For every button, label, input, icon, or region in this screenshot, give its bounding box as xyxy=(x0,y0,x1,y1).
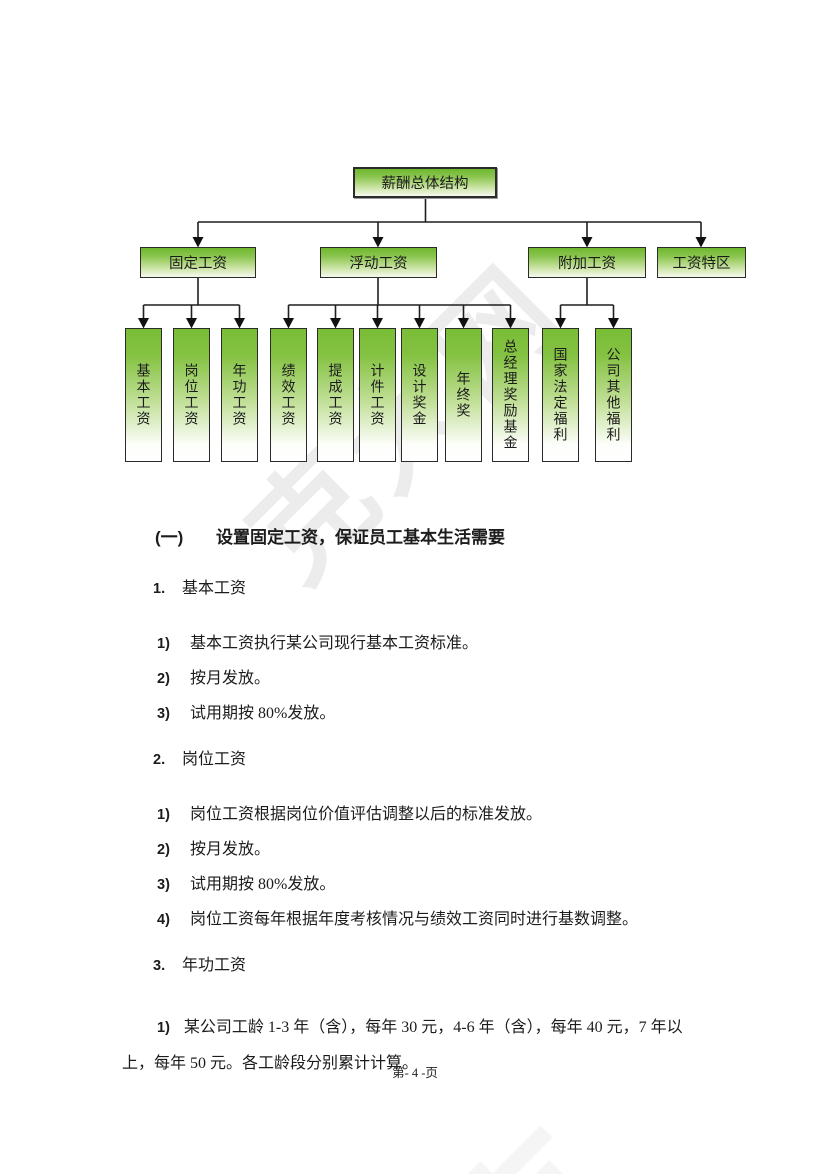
heading-text: 设置固定工资，保证员工基本生活需要 xyxy=(216,528,505,547)
section-title: 3. 年功工资 xyxy=(153,957,247,974)
list-item: 1) 基本工资执行某公司现行基本工资标准。 xyxy=(157,635,479,652)
section-title: 1. 基本工资 xyxy=(153,580,247,597)
list-item: 3) 试用期按 80%发放。 xyxy=(157,876,336,893)
node-piece-rate-salary: 计件工资 xyxy=(359,328,396,462)
section-title: 2. 岗位工资 xyxy=(153,751,247,768)
heading-number: (一) xyxy=(155,528,184,547)
node-year-end-bonus: 年终奖 xyxy=(445,328,482,462)
flowchart-connectors xyxy=(138,198,707,329)
list-item: 2) 按月发放。 xyxy=(157,841,271,858)
node-commission-salary: 提成工资 xyxy=(317,328,354,462)
section-basic-salary: 1. 基本工资 1) 基本工资执行某公司现行基本工资标准。 2) 按月发放。 3… xyxy=(122,578,714,725)
section-seniority-salary: 3. 年功工资 1)某公司工龄 1-3 年（含），每年 30 元，4-6 年（含… xyxy=(122,955,714,1081)
list-item: 3) 试用期按 80%发放。 xyxy=(157,705,336,722)
node-design-bonus: 设计奖金 xyxy=(401,328,438,462)
salary-structure-flowchart: 薪酬总体结构 固定工资 浮动工资 附加工资 工资特区 基本工资 岗位工资 年功工… xyxy=(0,0,830,500)
section-heading: (一) 设置固定工资，保证员工基本生活需要 xyxy=(155,527,714,549)
list-item-paragraph: 1)某公司工龄 1-3 年（含），每年 30 元，4-6 年（含），每年 40 … xyxy=(122,1019,683,1072)
node-fixed-salary: 固定工资 xyxy=(140,247,256,278)
document-body: (一) 设置固定工资，保证员工基本生活需要 1. 基本工资 1) 基本工资执行某… xyxy=(122,510,714,1105)
page-number: 第- 4 -页 xyxy=(392,1066,438,1080)
node-additional-salary: 附加工资 xyxy=(528,247,646,278)
node-seniority-salary: 年功工资 xyxy=(221,328,258,462)
node-post-salary: 岗位工资 xyxy=(173,328,210,462)
node-company-other-welfare: 公司其他福利 xyxy=(595,328,632,462)
node-performance-salary: 绩效工资 xyxy=(270,328,307,462)
node-salary-special-zone: 工资特区 xyxy=(657,247,746,278)
list-item: 4) 岗位工资每年根据年度考核情况与绩效工资同时进行基数调整。 xyxy=(157,911,639,928)
node-basic-salary: 基本工资 xyxy=(125,328,162,462)
node-gm-reward-fund: 总经理奖励基金 xyxy=(492,328,529,462)
node-salary-overall-structure: 薪酬总体结构 xyxy=(353,167,497,198)
list-item: 2) 按月发放。 xyxy=(157,670,271,687)
node-statutory-welfare: 国家法定福利 xyxy=(542,328,579,462)
list-item: 1) 岗位工资根据岗位价值评估调整以后的标准发放。 xyxy=(157,806,543,823)
arrow-down-icons xyxy=(138,237,707,329)
node-floating-salary: 浮动工资 xyxy=(320,247,437,278)
section-post-salary: 2. 岗位工资 1) 岗位工资根据岗位价值评估调整以后的标准发放。 2) 按月发… xyxy=(122,749,714,931)
